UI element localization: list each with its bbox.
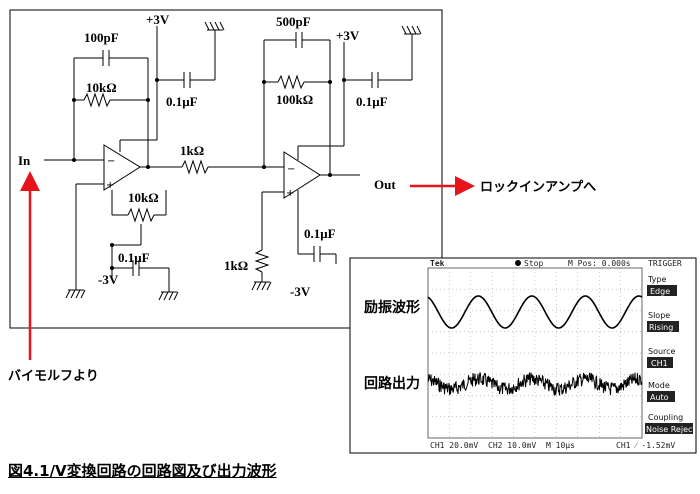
footer-ch2: CH2 10.0mV: [488, 441, 536, 450]
cap-01u-2-label: 0.1μF: [118, 250, 150, 265]
supply-neg-2-label: -3V: [290, 284, 311, 299]
output-waveform: [427, 372, 643, 397]
side-slope-value: Rising: [649, 323, 673, 332]
oscilloscope-panel: Tek Stop M Pos: 0.000s TRIGGER 励振波形 回路出力…: [349, 257, 697, 454]
cap-01u-3-label: 0.1μF: [356, 94, 388, 109]
scope-trigger-title: TRIGGER: [648, 259, 682, 268]
opamp2-minus: −: [287, 164, 295, 175]
from-bimorph-label: バイモルフより: [8, 369, 99, 384]
footer-ch1: CH1 20.0mV: [430, 441, 478, 450]
excitation-waveform: [427, 295, 643, 329]
res-100k-feedback-label: 100kΩ: [276, 92, 313, 107]
res-10k-offset-label: 10kΩ: [128, 190, 159, 205]
supply-pos-1-label: +3V: [146, 12, 170, 27]
scope-brand: Tek: [430, 259, 445, 268]
scope-position: M Pos: 0.000s: [568, 259, 631, 268]
res-1k-ground-label: 1kΩ: [224, 258, 248, 273]
scope-side-menu: Type Edge Slope Rising Source CH1 Mode A…: [645, 275, 696, 434]
opamp1-minus: −: [107, 156, 115, 167]
side-source-title: Source: [648, 347, 676, 356]
output-wave-label: 回路出力: [364, 375, 420, 392]
supply-neg-1-label: -3V: [98, 272, 119, 287]
opamp-1: [103, 144, 141, 191]
scope-grid: [428, 268, 642, 438]
side-mode-title: Mode: [648, 381, 670, 390]
side-source-value: CH1: [651, 359, 668, 368]
cap-01u-1-label: 0.1μF: [166, 94, 198, 109]
circuit-frame: [9, 9, 443, 329]
junction-dots: [72, 78, 346, 270]
input-label: In: [18, 153, 31, 168]
figure-caption: 図4.1/V変換回路の回路図及び出力波形: [8, 462, 277, 480]
res-10k-feedback-label: 10kΩ: [86, 80, 117, 95]
side-type-value: Edge: [650, 287, 670, 296]
excitation-label: 励振波形: [364, 299, 420, 316]
stop-indicator-icon: [515, 260, 521, 266]
opamp1-plus: +: [106, 180, 114, 191]
side-slope-title: Slope: [648, 311, 670, 320]
opamp2-plus: +: [286, 188, 294, 199]
supply-pos-2-label: +3V: [336, 28, 360, 43]
footer-time: M 10μs: [546, 441, 575, 450]
res-1k-series-label: 1kΩ: [180, 143, 204, 158]
side-coupling-title: Coupling: [648, 413, 683, 422]
side-coupling-value: Noise Reject: [646, 425, 696, 434]
cap-500p-label: 500pF: [276, 14, 311, 29]
cap-100p-label: 100pF: [84, 30, 119, 45]
side-mode-value: Auto: [650, 393, 669, 402]
opamp-2: [283, 151, 321, 199]
output-label: Out: [374, 177, 396, 192]
cap-01u-4-label: 0.1μF: [304, 226, 336, 241]
footer-trigger: CH1 ⁄ -1.52mV: [616, 441, 675, 450]
side-type-title: Type: [647, 275, 666, 284]
to-lockin-label: ロックインアンプへ: [480, 180, 596, 195]
scope-run-state: Stop: [524, 259, 543, 268]
circuit-wiring: [44, 21, 422, 301]
